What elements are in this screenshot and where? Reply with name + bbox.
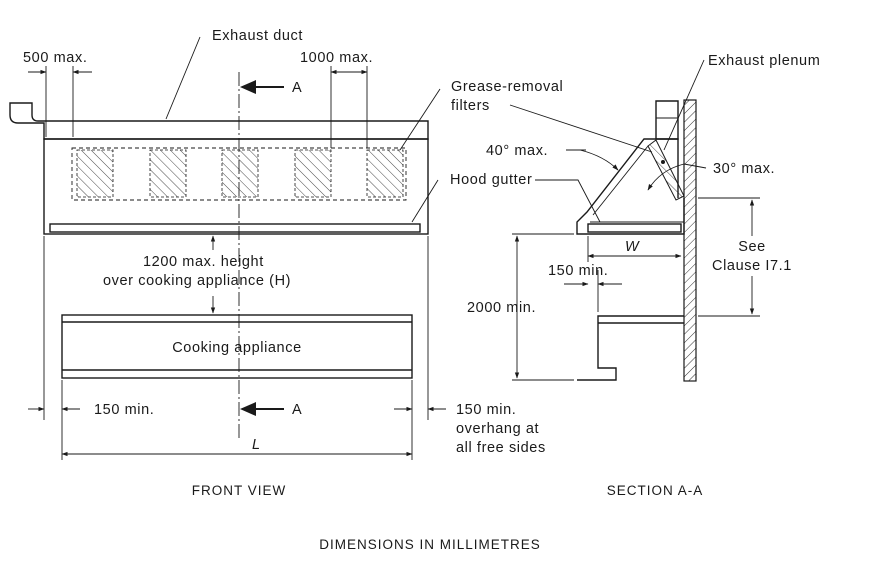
section-cooking-appliance bbox=[577, 315, 684, 381]
grease-filters bbox=[76, 149, 404, 198]
label-width: W bbox=[625, 239, 640, 255]
label-150-min-section: 150 min. bbox=[548, 263, 608, 279]
label-cooking-appliance: Cooking appliance bbox=[172, 340, 302, 356]
label-150-min-right-2: overhang at bbox=[456, 421, 539, 437]
exhaust-duct bbox=[9, 102, 429, 140]
front-view: Exhaust duct 500 max. 1000 max. A Grease… bbox=[9, 28, 563, 498]
label-see-2: Clause I7.1 bbox=[712, 258, 792, 274]
hood-body bbox=[43, 138, 429, 235]
label-150-min-right-3: all free sides bbox=[456, 440, 546, 456]
label-500-max: 500 max. bbox=[23, 50, 87, 66]
leader-grease-filters bbox=[399, 88, 441, 151]
label-2000-min: 2000 min. bbox=[467, 300, 536, 316]
section-grease-filter bbox=[647, 139, 685, 201]
grease-filter bbox=[294, 149, 332, 198]
dimension-150-min-section bbox=[564, 270, 622, 312]
grease-filter bbox=[221, 149, 259, 198]
grease-filter bbox=[76, 149, 114, 198]
leader-grease-filters-section bbox=[509, 104, 653, 153]
angle-40-max bbox=[579, 149, 619, 171]
grease-filter bbox=[149, 149, 187, 198]
label-150-min-right-1: 150 min. bbox=[456, 402, 516, 418]
label-grease-filters-2: filters bbox=[451, 98, 490, 114]
leader-exhaust-plenum bbox=[663, 59, 705, 151]
label-150-min-left: 150 min. bbox=[94, 402, 154, 418]
dimension-500-max bbox=[28, 66, 92, 137]
leader-hood-gutter-section bbox=[535, 179, 601, 223]
exhaust-plenum bbox=[655, 100, 679, 140]
wall bbox=[683, 99, 697, 382]
label-40-max: 40° max. bbox=[486, 143, 548, 159]
dimension-2000-min bbox=[512, 233, 574, 381]
section-arrow-top bbox=[240, 80, 284, 94]
dimension-1000-max bbox=[330, 66, 368, 148]
section-arrow-bottom bbox=[240, 402, 284, 416]
label-grease-filters-1: Grease-removal bbox=[451, 79, 563, 95]
cooking-appliance bbox=[61, 314, 413, 379]
section-hood-gutter bbox=[587, 223, 682, 233]
hood-gutter bbox=[49, 223, 421, 233]
grease-filter bbox=[366, 149, 404, 198]
angle-30-max bbox=[647, 163, 685, 191]
leader-hood-gutter bbox=[411, 179, 439, 223]
label-exhaust-plenum: Exhaust plenum bbox=[708, 53, 820, 69]
label-height-1: 1200 max. height bbox=[143, 254, 264, 270]
label-hood-gutter: Hood gutter bbox=[450, 172, 532, 188]
hood-profile bbox=[576, 138, 685, 235]
label-section-a-bottom: A bbox=[292, 402, 302, 418]
label-1000-max: 1000 max. bbox=[300, 50, 373, 66]
caption-front-view: FRONT VIEW bbox=[192, 483, 287, 498]
section-view: Exhaust plenum 40° max. 30° max. W 150 m… bbox=[467, 53, 820, 498]
caption-section-view: SECTION A-A bbox=[607, 483, 704, 498]
label-exhaust-duct: Exhaust duct bbox=[212, 28, 303, 44]
label-see-1: See bbox=[738, 239, 766, 255]
label-30-max: 30° max. bbox=[713, 161, 775, 177]
units-note: DIMENSIONS IN MILLIMETRES bbox=[319, 537, 541, 552]
label-section-a-top: A bbox=[292, 80, 302, 96]
dimension-see-clause bbox=[698, 197, 760, 317]
label-height-2: over cooking appliance (H) bbox=[103, 273, 291, 289]
leader-exhaust-duct bbox=[165, 36, 201, 120]
label-length: L bbox=[252, 437, 261, 453]
